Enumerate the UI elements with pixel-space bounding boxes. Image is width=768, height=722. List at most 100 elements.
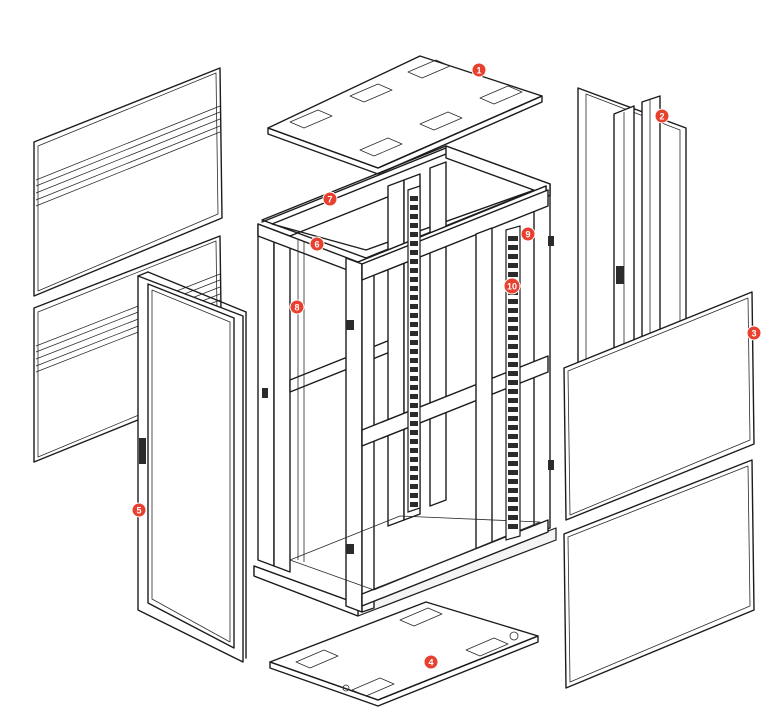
left-side-panel-upper <box>33 67 223 297</box>
rail-slot <box>508 497 518 502</box>
rail-slot <box>508 254 518 259</box>
rail-slot <box>508 407 518 412</box>
rail-slot <box>410 493 418 498</box>
rail-slot <box>508 452 518 457</box>
rail-slot <box>508 362 518 367</box>
callout-marker <box>309 236 325 252</box>
callout-number: 6 <box>314 240 319 250</box>
rail-slot <box>508 371 518 376</box>
callout-number: 2 <box>659 112 664 122</box>
rail-slot <box>410 430 418 435</box>
rail-slot <box>508 335 518 340</box>
rail-slot <box>508 353 518 358</box>
callout-number: 5 <box>136 506 141 516</box>
rail-slot <box>410 394 418 399</box>
callout-right-side-panel: 3 <box>746 325 762 341</box>
callout-number: 3 <box>751 329 756 339</box>
rack-rail-ladder-right <box>505 225 521 541</box>
callout-marker <box>654 108 670 124</box>
rail-slot <box>410 439 418 444</box>
right-side-panel-lower <box>563 459 755 689</box>
rail-slot <box>508 416 518 421</box>
rail-slot <box>410 466 418 471</box>
right-side-panel-upper <box>563 291 755 521</box>
callout-front-door: 5 <box>131 502 147 518</box>
callout-marker <box>131 502 147 518</box>
rail-slot <box>410 268 418 273</box>
rail-slot <box>508 236 518 241</box>
callout-top-cover: 1 <box>471 62 487 78</box>
callout-bottom-cover: 4 <box>423 654 439 670</box>
rail-slot <box>410 457 418 462</box>
rail-slot <box>410 421 418 426</box>
callout-vertical-post: 8 <box>289 299 305 315</box>
callout-marker <box>322 191 338 207</box>
rail-slot <box>410 484 418 489</box>
callout-number: 8 <box>294 303 299 313</box>
top-cover <box>267 55 543 175</box>
rail-slot <box>410 412 418 417</box>
callout-number: 7 <box>327 195 332 205</box>
rear-door <box>577 87 687 375</box>
rail-slot <box>410 475 418 480</box>
rail-slot <box>508 515 518 520</box>
rail-slot <box>508 389 518 394</box>
rail-slot <box>410 277 418 282</box>
rail-slot <box>410 286 418 291</box>
callout-marker <box>289 299 305 315</box>
rail-slot <box>410 196 418 201</box>
callout-u-numbered-rail: 10 <box>503 277 521 295</box>
callout-rear-top-frame: 7 <box>322 191 338 207</box>
rail-slot <box>410 385 418 390</box>
rail-slot <box>508 272 518 277</box>
rail-slot <box>508 299 518 304</box>
rail-slot <box>410 403 418 408</box>
rail-slot <box>508 524 518 529</box>
callout-marker <box>520 226 536 242</box>
rail-slot <box>508 470 518 475</box>
bottom-cover <box>269 601 539 707</box>
rail-slot <box>410 205 418 210</box>
rail-slot <box>410 241 418 246</box>
rail-slot <box>508 317 518 322</box>
rail-slot <box>508 344 518 349</box>
callout-marker <box>471 62 487 78</box>
callout-rear-door: 2 <box>654 108 670 124</box>
rail-slot <box>410 376 418 381</box>
rail-slot <box>410 304 418 309</box>
rail-slot <box>508 380 518 385</box>
rail-slot <box>410 502 418 507</box>
rail-slot <box>508 506 518 511</box>
rail-slot <box>410 331 418 336</box>
rail-slot <box>410 232 418 237</box>
rail-slot <box>508 245 518 250</box>
rail-slot <box>410 448 418 453</box>
door-handle <box>139 438 146 464</box>
rack-rail-ladder-left <box>407 185 421 513</box>
rail-slot <box>410 340 418 345</box>
callout-number: 4 <box>428 658 433 668</box>
rail-slot <box>508 425 518 430</box>
rail-slot <box>410 358 418 363</box>
rail-slot <box>508 443 518 448</box>
rail-slot <box>410 214 418 219</box>
rail-slot <box>410 295 418 300</box>
rail-slot <box>410 367 418 372</box>
rail-slot <box>410 313 418 318</box>
rail-slot <box>508 434 518 439</box>
rail-slot <box>508 488 518 493</box>
callout-marker <box>423 654 439 670</box>
callout-number: 10 <box>507 282 517 292</box>
rail-slot <box>508 398 518 403</box>
rail-slot <box>410 322 418 327</box>
rail-slot <box>410 259 418 264</box>
rail-slot <box>410 250 418 255</box>
rail-slot <box>508 461 518 466</box>
rail-slot <box>508 308 518 313</box>
rail-slot <box>508 479 518 484</box>
callout-marker <box>503 277 521 295</box>
rail-slot <box>410 349 418 354</box>
